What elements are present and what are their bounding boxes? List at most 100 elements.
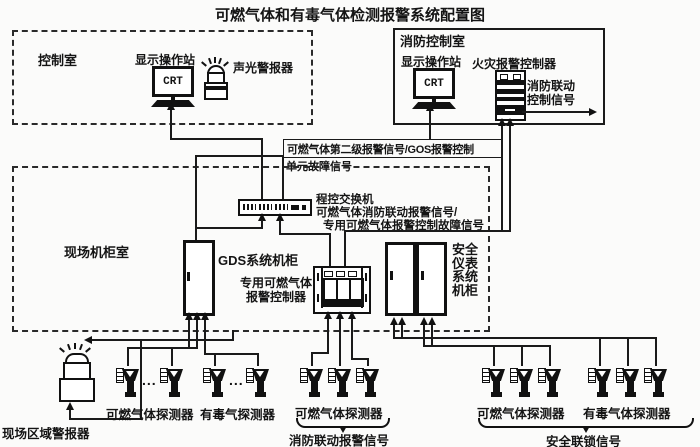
detector-notch	[626, 371, 634, 377]
gas-detector-icon	[482, 366, 506, 398]
mid-flammable-detector-label: 可燃气体探测器	[295, 407, 383, 421]
detector-junction	[482, 368, 490, 383]
wire	[196, 155, 284, 157]
switch-led	[302, 205, 306, 210]
wire	[170, 138, 263, 140]
detector-foot	[309, 392, 320, 397]
fac-stripe	[497, 97, 524, 101]
right-flammable-detector-label: 可燃气体探测器	[477, 407, 565, 421]
wire	[501, 126, 503, 232]
right-toxic-detector-label: 有毒气体探测器	[583, 407, 671, 421]
arrowhead	[324, 311, 332, 319]
switch-ports	[275, 204, 288, 210]
detector-notch	[520, 371, 528, 377]
pbx-signal-line3: 专用可燃气体报警控制故障信号	[323, 220, 484, 232]
detector-foot	[625, 392, 636, 397]
detector-notch	[126, 371, 134, 377]
crt-screen: CRT	[413, 68, 455, 99]
beacon-dome	[65, 353, 89, 364]
detector-foot	[212, 392, 223, 397]
detector-foot	[337, 392, 348, 397]
arrowhead	[506, 118, 514, 126]
underbrace	[478, 418, 694, 433]
sis-cabinet-label: 安全 仪表 系统 机柜	[452, 243, 478, 297]
gas-detector-icon	[246, 366, 270, 398]
detector-foot	[255, 392, 266, 397]
detector-junction	[160, 368, 168, 383]
detector-foot	[597, 392, 608, 397]
arrowhead	[348, 311, 356, 319]
wire	[204, 320, 206, 355]
detector-notch	[366, 371, 374, 377]
cabinet-handle	[390, 271, 393, 280]
switch-ports	[259, 204, 272, 210]
wire	[127, 347, 198, 349]
beacon-body	[204, 82, 228, 100]
fire-control-room-label: 消防控制室	[400, 34, 466, 49]
detector-stem	[339, 381, 346, 392]
wire	[393, 337, 657, 339]
crt-base	[412, 102, 456, 109]
detector-stem	[311, 381, 318, 392]
detector-junction	[356, 368, 364, 383]
cabinet-handle	[421, 271, 424, 280]
arrowhead	[84, 336, 92, 344]
beacon-ray	[79, 343, 83, 351]
wire	[188, 320, 190, 348]
detector-stem	[627, 381, 634, 392]
wire	[140, 339, 142, 420]
arrowhead	[420, 317, 428, 325]
arrowhead	[398, 317, 406, 325]
beacon-ray	[201, 61, 207, 67]
detector-foot	[365, 392, 376, 397]
wire	[339, 319, 341, 366]
sound-light-beacon-icon	[201, 57, 229, 102]
gas-detector-icon	[616, 366, 640, 398]
arrowhead	[201, 312, 209, 320]
detector-stem	[127, 381, 134, 392]
pbx-signal-line2: 可燃气体消防联动报警信号/	[316, 207, 458, 219]
wire	[196, 320, 198, 348]
crt-stand	[171, 97, 175, 100]
arrowhead	[336, 311, 344, 319]
area-beacon-icon	[56, 343, 95, 402]
arrowhead	[589, 108, 597, 116]
wire	[367, 358, 369, 366]
beacon-ray	[59, 347, 65, 353]
wire	[329, 233, 331, 266]
detector-junction	[644, 368, 652, 383]
wire	[509, 126, 511, 232]
left-toxic-detector-label: 有毒气探测器	[200, 408, 276, 422]
arrowhead	[66, 402, 74, 410]
rack-module-base	[351, 299, 362, 305]
pbx-label: 程控交换机	[316, 194, 374, 206]
detector-foot	[125, 392, 136, 397]
mid-signal-label: 消防联动报警信号	[289, 434, 390, 447]
wire	[429, 111, 431, 139]
wire	[257, 353, 259, 366]
fac-lamp	[513, 74, 521, 80]
gas-detector-icon	[356, 366, 380, 398]
gas-detector-icon	[510, 366, 534, 398]
control-room-label: 控制室	[38, 53, 78, 68]
detector-junction	[300, 368, 308, 383]
beacon-ray	[74, 343, 76, 349]
left-flammable-detector-label: 可燃气体探测器	[106, 408, 194, 422]
rack-lamp	[336, 271, 345, 277]
detector-foot	[491, 392, 502, 397]
detector-stem	[655, 381, 662, 392]
ellipsis: ...	[229, 372, 244, 388]
arrowhead	[276, 213, 284, 221]
gas-detector-icon	[644, 366, 668, 398]
wire	[69, 410, 71, 420]
wire	[344, 230, 346, 266]
pbx-switch-icon	[238, 199, 312, 216]
rack-module-base	[338, 299, 349, 305]
detector-junction	[203, 368, 211, 383]
fire-linkage-signal-line1: 消防联动	[527, 79, 576, 93]
gas-detector-icon	[538, 366, 562, 398]
arrowhead	[258, 213, 266, 221]
beacon-dome	[207, 65, 225, 74]
field-cabinet-room-label: 现场机柜室	[64, 245, 130, 260]
